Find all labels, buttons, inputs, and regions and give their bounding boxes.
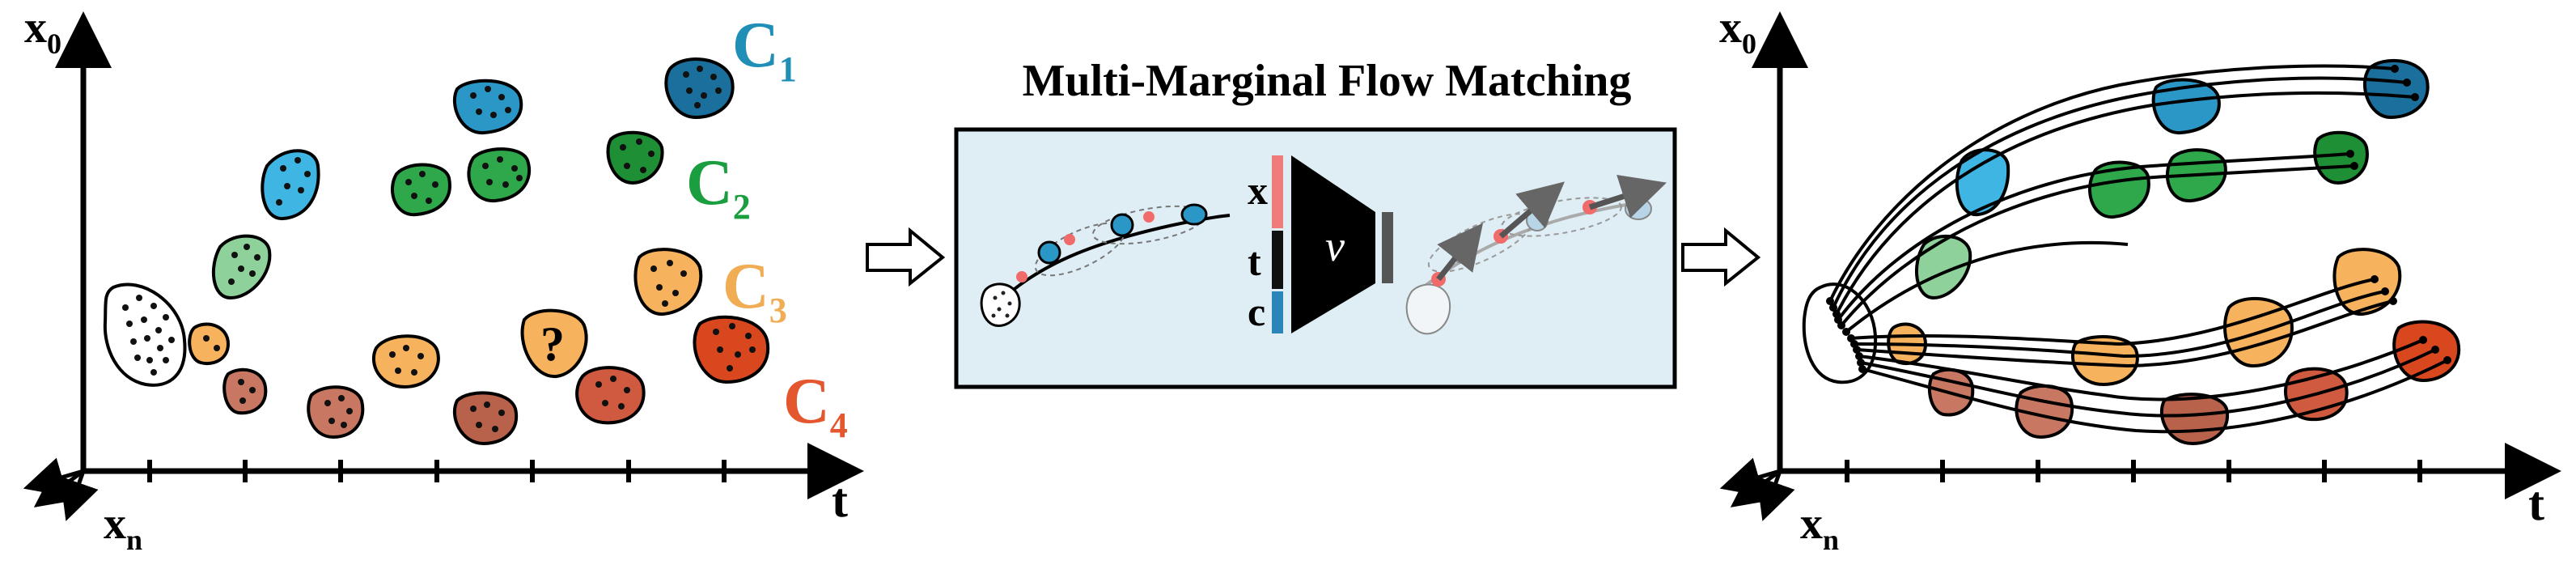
- blob-brown-2: [307, 385, 365, 440]
- blob-start: [103, 282, 187, 387]
- rblob-green-1: [2088, 160, 2150, 219]
- velocity-arrow-1: [1436, 223, 1484, 282]
- velocity-arrow-2: [1498, 181, 1565, 239]
- blob-green-2: [467, 147, 532, 203]
- trajectories: [1828, 64, 2448, 434]
- output-bar: [1382, 212, 1393, 283]
- velocity-arrow-3: [1588, 174, 1667, 219]
- x-axis-label-right: t: [2528, 477, 2544, 530]
- input-c-label: c: [1248, 289, 1265, 334]
- cluster-label-c4: C4: [783, 366, 848, 445]
- input-x-label: x: [1248, 168, 1268, 213]
- blob-dots: [122, 66, 756, 432]
- blob-light-blue: [261, 149, 320, 220]
- blob-green-1: [391, 163, 451, 217]
- blob-orange-2: [633, 248, 703, 316]
- n-axis-label-right: xn: [1800, 499, 1839, 556]
- blob-green-3: [606, 130, 664, 185]
- diagram-title: Multi-Marginal Flow Matching: [1023, 56, 1632, 106]
- network-function-label: v: [1325, 222, 1345, 270]
- rblob-green-3: [2313, 130, 2369, 185]
- blob-orange-1: [371, 334, 440, 389]
- blob-unknown: [520, 308, 588, 379]
- y-axis-label: x0: [24, 2, 61, 60]
- blob-blue-2: [664, 57, 735, 120]
- middle-panel: Multi-Marginal Flow Matching x t c v: [954, 56, 1677, 389]
- rblob-blue-2: [2362, 58, 2430, 120]
- rblob-orange-1: [2070, 335, 2139, 387]
- rblob-blue-1: [2151, 78, 2221, 135]
- arrow-right-1: [866, 227, 946, 287]
- cluster-label-c1: C1: [732, 10, 797, 89]
- blob-brown-1: [222, 367, 268, 415]
- input-c-bar: [1272, 291, 1283, 333]
- input-t-bar: [1272, 231, 1283, 289]
- blob-brown-3: [452, 391, 519, 446]
- cluster-label-c3: C3: [722, 251, 787, 330]
- blob-red-1: [575, 366, 646, 425]
- left-panel: x0 t xn C1 C2 C3 C4: [23, 2, 864, 556]
- x-ticks: [147, 460, 727, 482]
- cluster-label-c2: C2: [686, 147, 751, 227]
- unknown-cluster-marker: ?: [540, 317, 565, 371]
- right-panel: x0 t xn: [1719, 2, 2561, 556]
- blob-orange-small: [188, 322, 231, 365]
- n-axis-label: xn: [104, 499, 142, 556]
- rblob-brown-3: [2159, 393, 2230, 446]
- network-trapezoid: [1291, 155, 1375, 333]
- y-axis-label-right: x0: [1719, 2, 1756, 60]
- input-t-label: t: [1248, 239, 1261, 284]
- x-axis-label: t: [832, 473, 848, 527]
- rblob-red-2: [2392, 320, 2461, 383]
- arrow-right-2: [1681, 227, 1761, 287]
- input-x-bar: [1272, 155, 1283, 228]
